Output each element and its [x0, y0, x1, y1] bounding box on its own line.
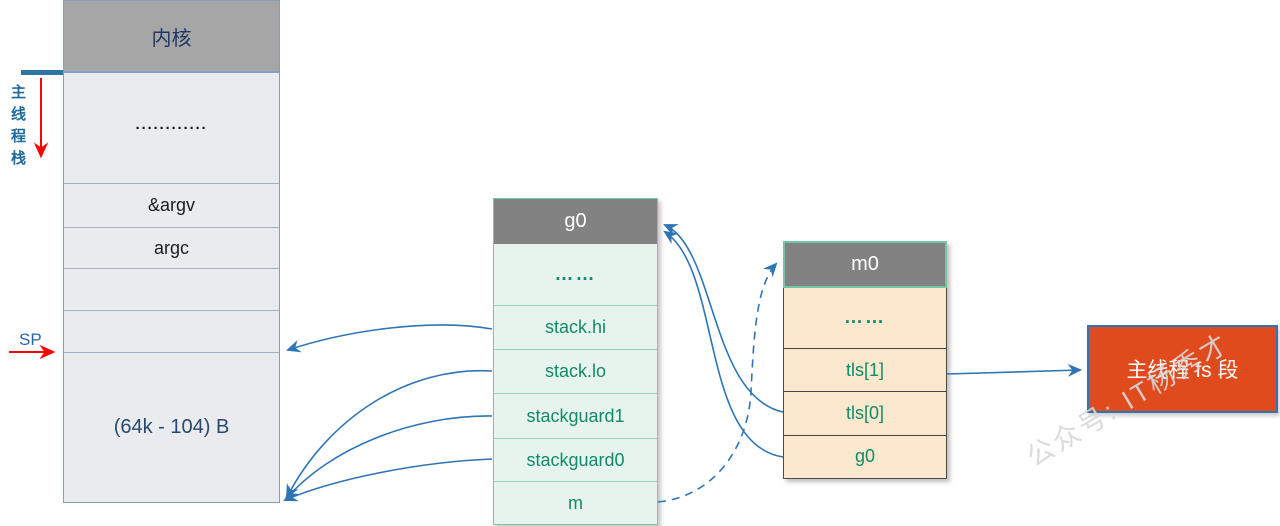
kernel-row-ellipsis: ············: [64, 73, 279, 184]
m0-struct-box: m0 …… tls[1] tls[0] g0: [783, 241, 947, 479]
kernel-row-stack-size: (64k - 104) B: [113, 416, 230, 438]
g0-header-label: g0: [564, 210, 587, 232]
g0-struct-box: g0 …… stack.hi stack.lo stackguard1 stac…: [493, 198, 658, 525]
m0-row-g0: g0: [784, 435, 946, 477]
arrow-tls1-to-fs-segment: [946, 363, 1083, 377]
kernel-header: 内核: [64, 1, 279, 73]
arrow-stackguard0-to-stack-bottom: [283, 458, 493, 502]
kernel-header-label: 内核: [151, 27, 192, 50]
kernel-row-argv-pointer: &argv: [64, 184, 279, 228]
arrow-m-field-to-m0-dashed: [657, 262, 778, 503]
m0-row-tls0: tls[0]: [784, 391, 946, 435]
m0-header-label: m0: [851, 253, 879, 275]
kernel-row-empty-2: [64, 311, 279, 353]
g0-row-stackguard0: stackguard0: [494, 438, 657, 481]
arrow-stackguard1-to-stack-bottom: [284, 415, 493, 501]
arrow-stack-lo-to-stack-bottom: [286, 369, 493, 499]
g0-header: g0: [494, 199, 657, 244]
m0-row-ellipsis: ……: [844, 307, 886, 328]
g0-row-stack-lo: stack.lo: [494, 349, 657, 393]
sp-label: SP: [19, 330, 42, 349]
main-thread-stack-label: 主线程栈: [9, 84, 26, 172]
g0-row-stack-hi: stack.hi: [494, 305, 657, 349]
g0-row-stackguard1: stackguard1: [494, 393, 657, 438]
fs-segment-box: 主线程 fs 段: [1087, 325, 1278, 413]
kernel-stack-column: 内核 ············ &argv argc (64k - 104) B: [63, 0, 280, 503]
m0-header: m0: [783, 241, 947, 288]
fs-segment-label: 主线程 fs 段: [1126, 359, 1239, 382]
arrow-stack-hi-to-sp: [285, 324, 493, 353]
m0-row-tls1: tls[1]: [784, 348, 946, 391]
arrow-tls0-to-g0: [663, 224, 784, 413]
arrow-m0-g0field-to-g0: [663, 230, 784, 458]
kernel-row-empty-1: [64, 269, 279, 311]
stack-top-tick: [21, 70, 63, 75]
g0-row-m: m: [494, 481, 657, 525]
kernel-row-argc: argc: [64, 228, 279, 269]
g0-row-ellipsis: ……: [554, 263, 597, 285]
